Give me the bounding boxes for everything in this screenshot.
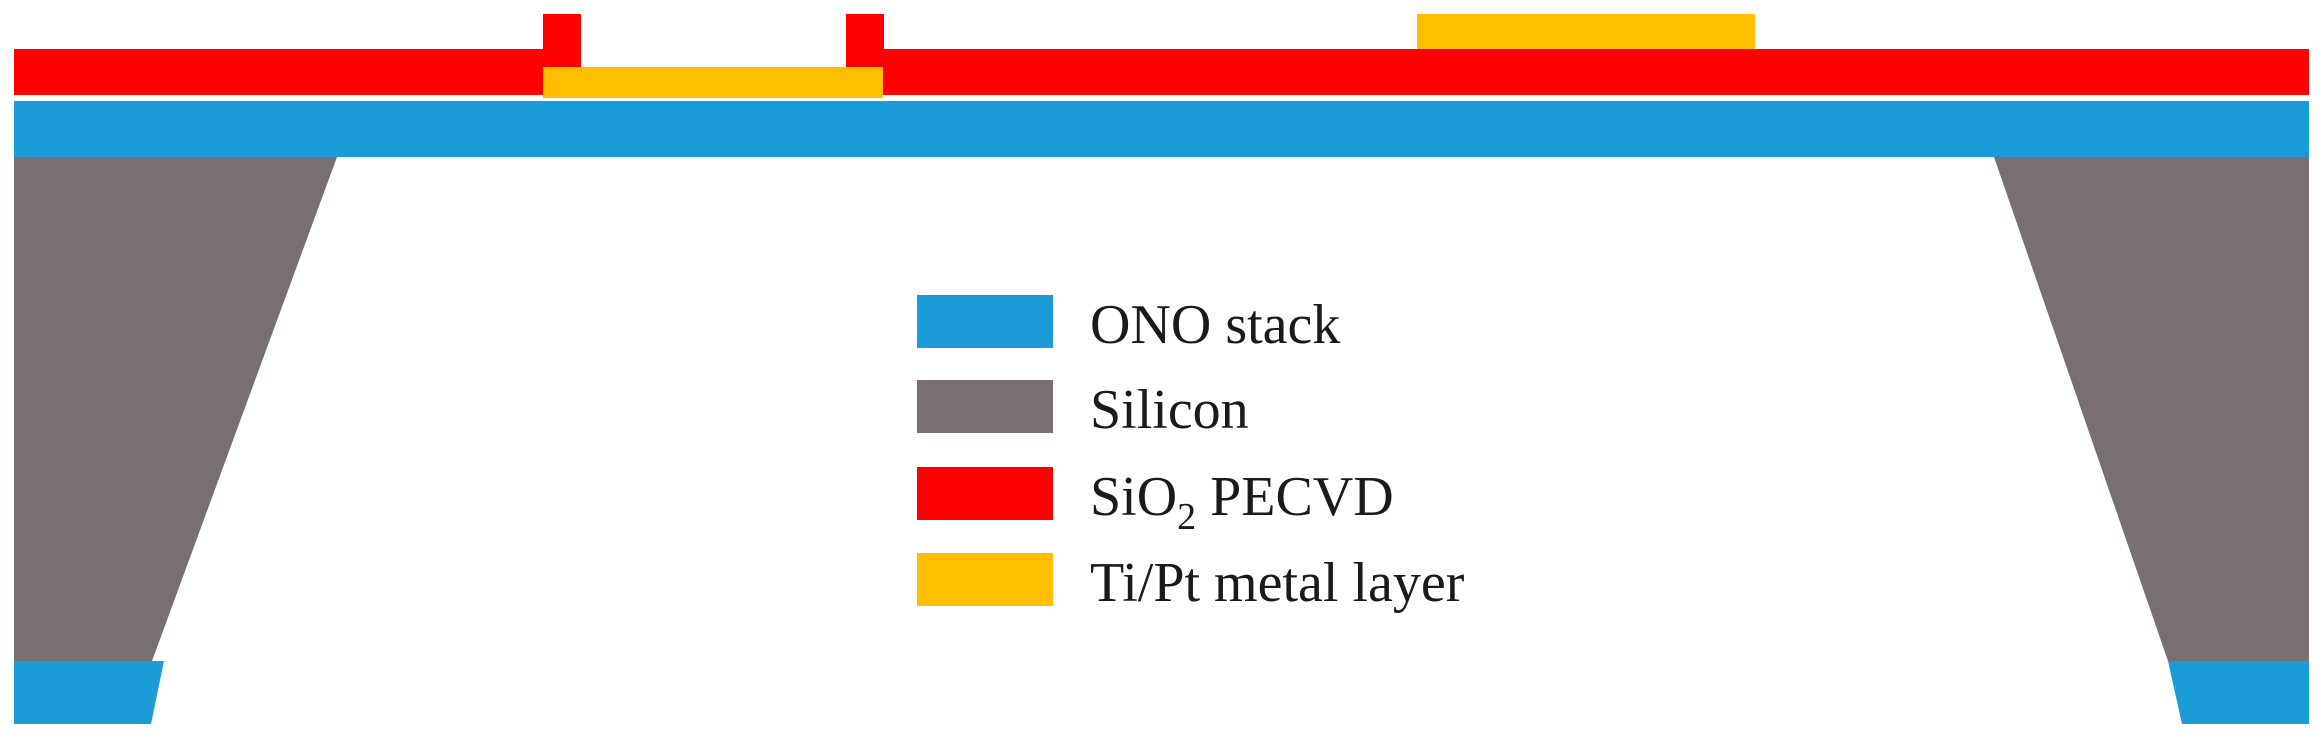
legend-label-silicon: Silicon [1090, 379, 1249, 441]
legend-swatch-silicon [917, 380, 1053, 433]
sio2-layer-right [882, 49, 2309, 95]
sio2-tab-right [846, 14, 884, 67]
legend-label-ono-stack: ONO stack [1090, 294, 1340, 356]
silicon-right [1994, 157, 2309, 661]
ono-membrane [14, 101, 2309, 157]
legend-swatch-sio2-pecvd [917, 467, 1053, 520]
ono-bottom-right [2168, 661, 2309, 724]
silicon-left [14, 157, 337, 661]
legend-swatch-metal-layer [917, 553, 1053, 606]
sio2-layer-left [14, 49, 544, 95]
legend-swatch-ono-stack [917, 295, 1053, 348]
ono-bottom-left [14, 661, 164, 724]
legend-label-metal-layer: Ti/Pt metal layer [1090, 552, 1465, 614]
metal-top [1417, 14, 1755, 49]
legend: ONO stack Silicon SiO2 PECVD Ti/Pt metal… [917, 294, 1465, 614]
sio2-tab-left [543, 14, 581, 67]
metal-embedded [543, 67, 883, 98]
legend-label-sio2-pecvd: SiO2 PECVD [1090, 466, 1394, 538]
